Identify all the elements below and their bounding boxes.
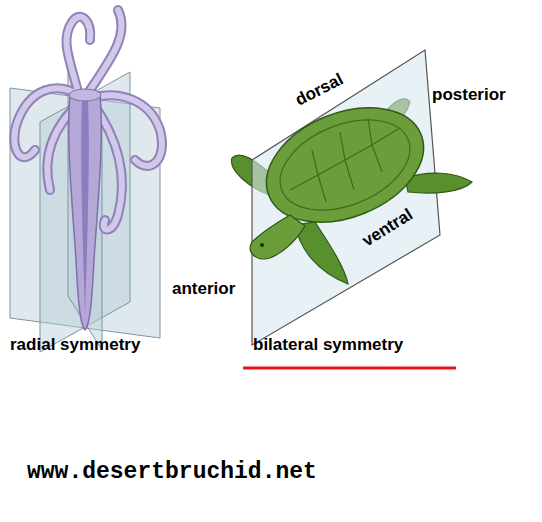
turtle-head bbox=[250, 215, 305, 259]
caption-label: bilateral symmetry bbox=[253, 336, 403, 355]
watermark: www.desertbruchid.net bbox=[27, 460, 317, 485]
hydra-body bbox=[69, 95, 102, 330]
radial-planes bbox=[10, 66, 160, 352]
hydra-gut bbox=[81, 100, 89, 315]
tentacle bbox=[86, 10, 122, 96]
turtle-eye bbox=[260, 243, 264, 247]
orientation-label: posterior bbox=[432, 86, 506, 105]
underline bbox=[243, 367, 456, 370]
plane bbox=[68, 66, 102, 350]
hydra-mouth bbox=[69, 89, 101, 101]
turtle-flipper bbox=[405, 173, 472, 193]
orientation-label: dorsal bbox=[293, 70, 347, 110]
orientation-label: anterior bbox=[172, 280, 235, 299]
caption-label: radial symmetry bbox=[10, 336, 140, 355]
tentacle bbox=[66, 17, 90, 92]
tentacle-outline bbox=[86, 10, 122, 96]
plane bbox=[40, 72, 130, 352]
tentacle-outline bbox=[66, 17, 90, 92]
turtle-flipper bbox=[295, 222, 348, 284]
shell-line bbox=[318, 145, 382, 202]
shell-line bbox=[312, 118, 372, 175]
plane bbox=[10, 88, 160, 338]
